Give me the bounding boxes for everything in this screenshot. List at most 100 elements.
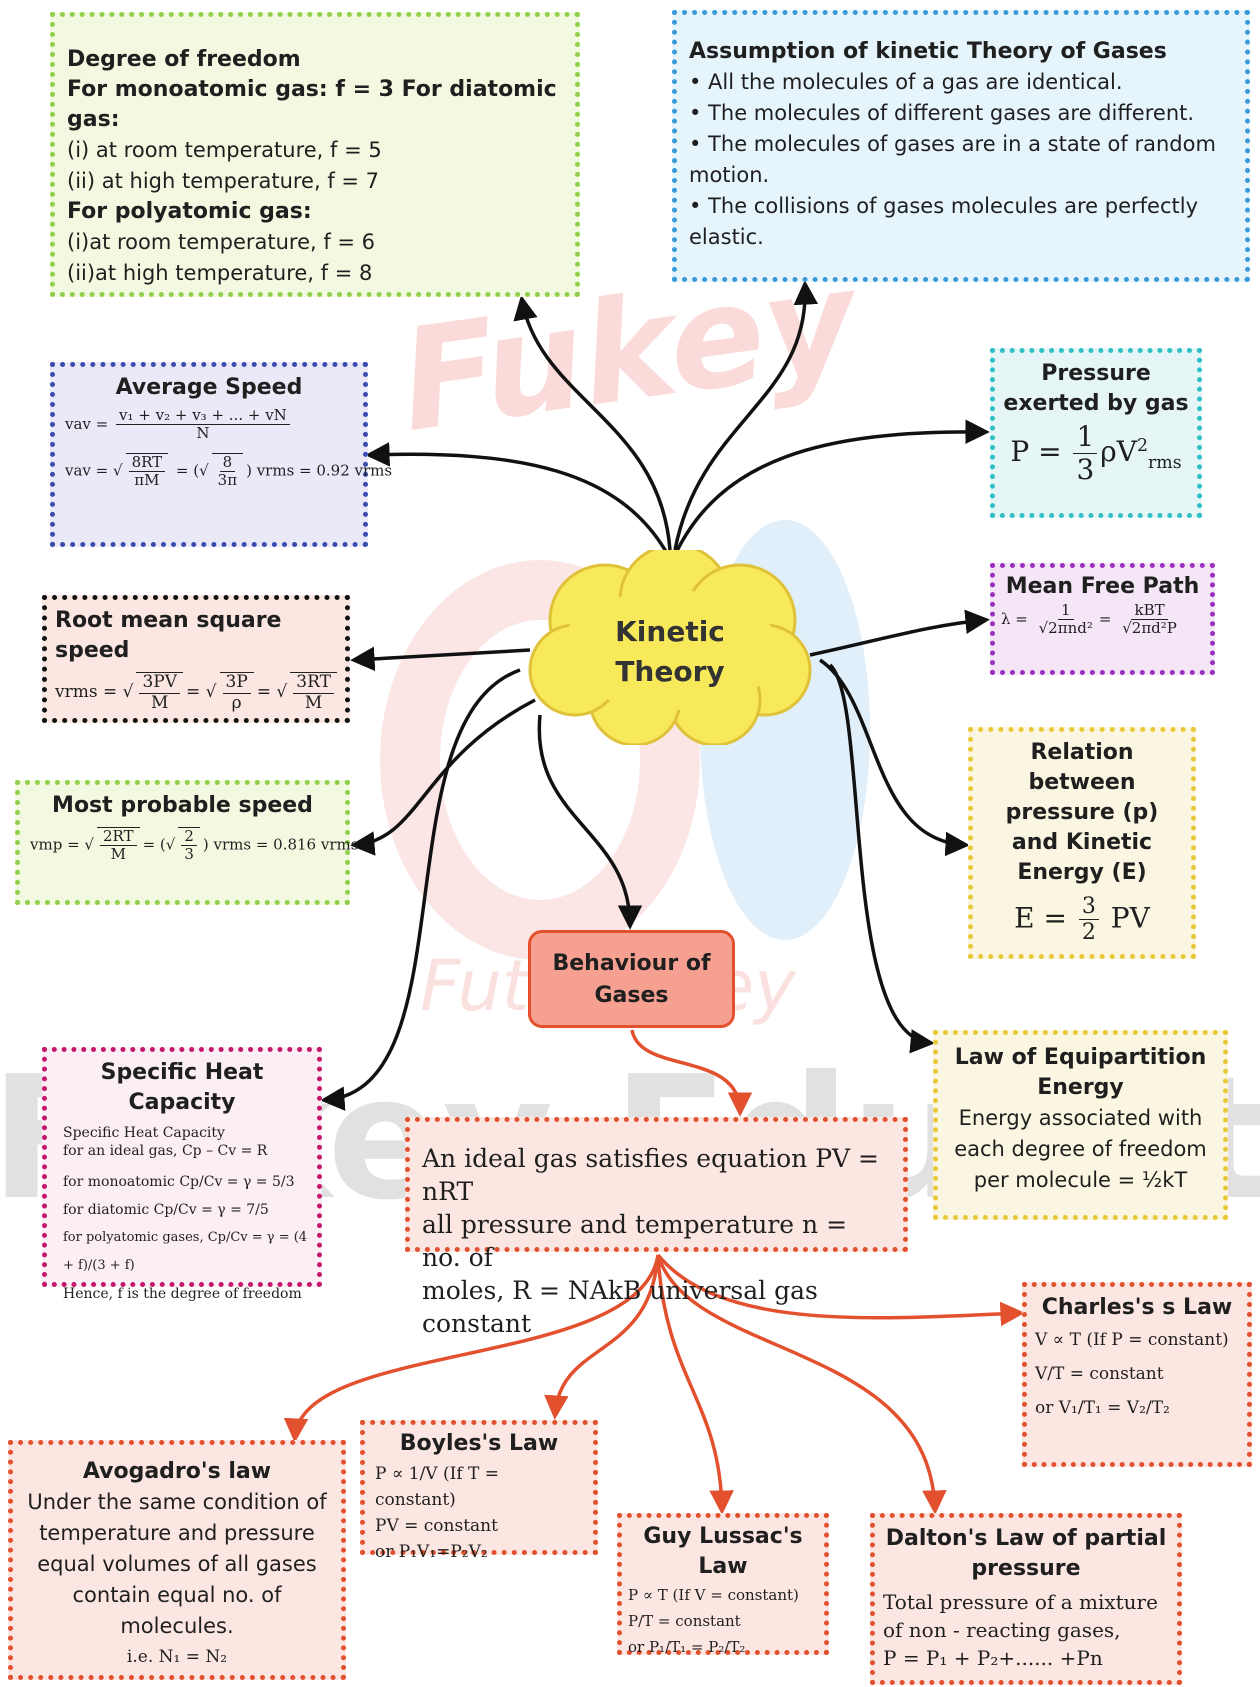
charles-l2: V/T = constant (1035, 1364, 1164, 1384)
boyle-title: Boyles's Law (399, 1431, 559, 1456)
relation-t1: Relation between (1028, 740, 1136, 795)
avg-den: N (196, 424, 210, 443)
specific-heat-box: Specific Heat Capacity Specific Heat Cap… (42, 1047, 322, 1302)
relation-lhs: E = (1014, 901, 1067, 935)
dalton-law-box: Dalton's Law of partial pressure Total p… (870, 1513, 1182, 1685)
relation-t4: Energy (E) (1017, 860, 1147, 885)
mps-tail: vrms = 0.816 vrms (213, 835, 359, 854)
avg-num: v₁ + v₂ + v₃ + ... + vN (116, 406, 290, 426)
behaviour-line2: Gases (594, 983, 669, 1008)
equip-l3: per molecule = ½kT (973, 1168, 1188, 1192)
avg-title: Average Speed (115, 375, 303, 400)
relation-num: 3 (1078, 894, 1099, 921)
relation-rhs: PV (1110, 901, 1150, 935)
dalton-t2: pressure (971, 1556, 1081, 1581)
arrow-to-charles (656, 1253, 1025, 1327)
kinetic-theory-cloud: Kinetic Theory (525, 550, 815, 745)
assumption-item-3b: motion. (689, 163, 770, 187)
rms-cd: M (304, 692, 323, 713)
shc-l1: Specific Heat Capacity (63, 1125, 225, 1141)
avogadro-l5: molecules. (120, 1614, 234, 1638)
mps-bd: 3 (184, 845, 194, 864)
dof-poly: For polyatomic gas: (67, 199, 312, 224)
avg-lhs-2: vav = (65, 460, 109, 479)
mfp-d2: √2πd²P (1122, 619, 1177, 638)
relation-den: 2 (1081, 920, 1096, 946)
pressure-sub: rms (1148, 452, 1182, 473)
guy-lussac-law-box: Guy Lussac's Law P ∝ T (If V = constant)… (617, 1513, 829, 1656)
shc-l3: for monoatomic Cp/Cv = γ = 5/3 (63, 1174, 295, 1190)
dof-d1: (i) at room temperature, f = 5 (67, 138, 382, 162)
mps-ad: M (110, 845, 126, 864)
dof-mono: For monoatomic gas: f = 3 For diatomic g… (67, 77, 557, 132)
avogadro-l3: equal volumes of all gases (37, 1552, 317, 1576)
avogadro-l6: i.e. N₁ = N₂ (126, 1647, 228, 1667)
arrow-to-avg (365, 442, 670, 556)
rms-lhs: vrms = (55, 682, 118, 703)
shc-lines: Specific Heat Capacity for an ideal gas,… (55, 1124, 309, 1308)
mean-free-path-box: Mean Free Path λ = 1√2πnd²= kBT√2πd²P (990, 563, 1215, 675)
pressure-title-1: Pressure (1041, 361, 1151, 386)
mps-lhs: vmp = (30, 835, 80, 854)
arrow-to-shc (320, 668, 521, 1111)
average-speed-box: Average Speed vav = v₁ + v₂ + v₃ + ... +… (50, 362, 392, 547)
dalton-l2: of non - reacting gases, (883, 1618, 1121, 1642)
assumption-item-1: • All the molecules of a gas are identic… (689, 70, 1123, 94)
dof-p2: (ii)at high temperature, f = 8 (67, 261, 373, 285)
ideal-gas-box: An ideal gas satisfies equation PV = nRT… (405, 1117, 908, 1338)
arrow-to-pressure (673, 419, 990, 556)
shc-l4: for diatomic Cp/Cv = γ = 7/5 (63, 1202, 269, 1218)
avg-lhs: vav = (65, 414, 109, 433)
assumption-item-2: • The molecules of different gases are d… (689, 101, 1195, 125)
arrow-to-boyle (544, 1254, 660, 1420)
boyle-law-box: Boyles's Law P ∝ 1/V (If T = constant) P… (360, 1420, 598, 1562)
equip-l2: each degree of freedom (954, 1137, 1207, 1161)
ideal-l2: all pressure and temperature n = no. of (422, 1210, 848, 1272)
arrow-to-ideal (630, 1029, 753, 1117)
equipartition-box: Law of Equipartition Energy Energy assoc… (933, 1030, 1228, 1220)
avg-f3: 8 (219, 453, 236, 472)
charles-l1: V ∝ T (If P = constant) (1035, 1330, 1229, 1350)
assumption-item-4b: elastic. (689, 225, 764, 249)
avg-f2: 8RT (128, 453, 166, 472)
arrow-to-assumption (673, 280, 819, 551)
avg-tail: vrms = 0.92 vrms (256, 460, 393, 479)
mfp-n1: 1 (1057, 601, 1074, 621)
arrow-to-avogadro (283, 1254, 660, 1443)
mfp-title: Mean Free Path (1005, 574, 1200, 599)
mfp-lhs: λ = (1001, 609, 1028, 628)
guy-title: Guy Lussac's Law (643, 1524, 803, 1579)
dalton-l3: P = P₁ + P₂+...... +Pn (883, 1646, 1103, 1670)
mfp-formula: λ = 1√2πnd²= kBT√2πd²P (1001, 601, 1204, 638)
dalton-l1: Total pressure of a mixture (883, 1590, 1158, 1614)
arrow-to-mfp (809, 609, 990, 657)
guy-l1: P ∝ T (If V = constant) (628, 1586, 799, 1604)
pressure-title-2: exerted by gas (1003, 391, 1189, 416)
assumption-item-4a: • The collisions of gases molecules are … (689, 194, 1198, 218)
guy-l3: or P₁/T₁ = P₂/T₂ (628, 1638, 746, 1656)
avogadro-l1: Under the same condition of (27, 1490, 327, 1514)
avogadro-l2: temperature and pressure (39, 1521, 315, 1545)
arrow-to-rms (350, 646, 531, 672)
center-title-line1: Kinetic (615, 615, 725, 648)
charles-l3: or V₁/T₁ = V₂/T₂ (1035, 1398, 1170, 1418)
arrow-to-guy (656, 1254, 734, 1515)
pressure-sup: 2 (1136, 435, 1148, 456)
pressure-rhs: ρV (1100, 435, 1137, 469)
pressure-lhs: P = (1010, 435, 1062, 469)
relation-t3: and Kinetic (1011, 830, 1153, 855)
guy-l2: P/T = constant (628, 1612, 741, 1630)
dof-d2: (ii) at high temperature, f = 7 (67, 169, 380, 193)
charles-law-box: Charles's s Law V ∝ T (If P = constant) … (1022, 1282, 1252, 1467)
charles-title: Charles's s Law (1041, 1295, 1233, 1320)
rms-b: 3P (222, 672, 251, 694)
equip-t1: Law of Equipartition (954, 1045, 1207, 1070)
relation-t2: pressure (p) (1005, 800, 1159, 825)
mfp-d1: √2πnd² (1038, 619, 1093, 638)
pressure-den: 3 (1076, 453, 1095, 487)
